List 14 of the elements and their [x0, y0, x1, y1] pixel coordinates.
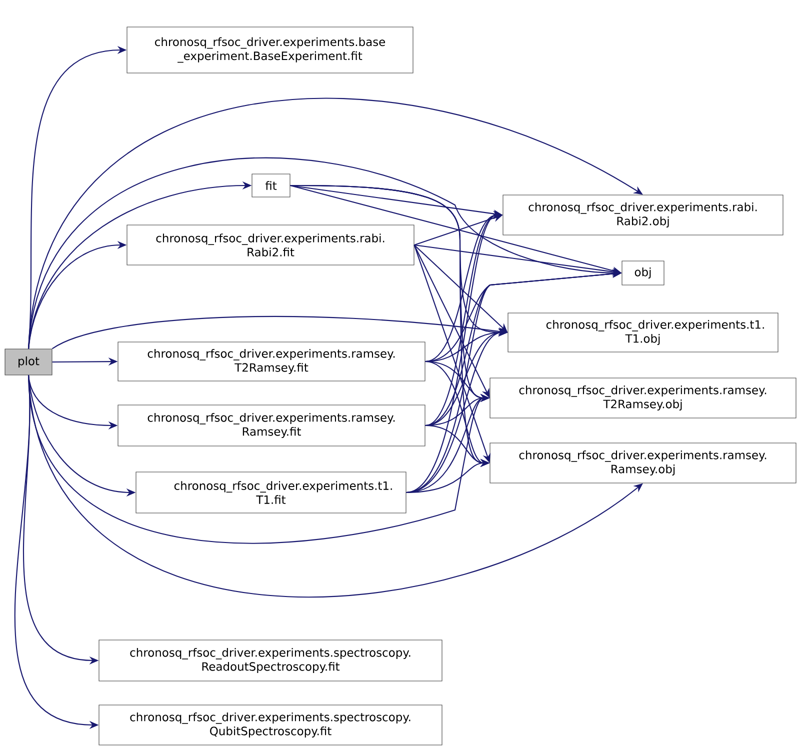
- function-box: chronosq_rfsoc_driver.experiments.spectroscopy. QubitSpectroscopy.fit: [98, 704, 442, 746]
- function-box: chronosq_rfsoc_driver.experiments.ramsey. Ramsey.obj: [490, 442, 796, 484]
- function-box: plot: [4, 348, 52, 376]
- function-box: chronosq_rfsoc_driver.experiments.ramsey. Ramsey.fit: [118, 404, 426, 446]
- function-box: chronosq_rfsoc_driver.experiments.spectroscopy. ReadoutSpectroscopy.fit: [98, 640, 442, 682]
- function-box: chronosq_rfsoc_driver.experiments.ramsey. T2Ramsey.obj: [490, 378, 796, 418]
- function-box: chronosq_rfsoc_driver.experiments.t1. T1.obj: [508, 312, 778, 352]
- function-box: chronosq_rfsoc_driver.experiments.t1. T1.fit: [136, 472, 406, 514]
- function-box: chronosq_rfsoc_driver.experiments.ramsey. T2Ramsey.fit: [118, 342, 426, 382]
- function-box: chronosq_rfsoc_driver.experiments.base _experiment.BaseExperiment.fit: [126, 26, 414, 74]
- function-box: chronosq_rfsoc_driver.experiments.rabi. Rabi2.obj: [502, 194, 784, 236]
- function-box: chronosq_rfsoc_driver.experiments.rabi. Rabi2.fit: [126, 224, 414, 266]
- function-box: obj: [622, 260, 664, 286]
- function-box: fit: [252, 174, 290, 198]
